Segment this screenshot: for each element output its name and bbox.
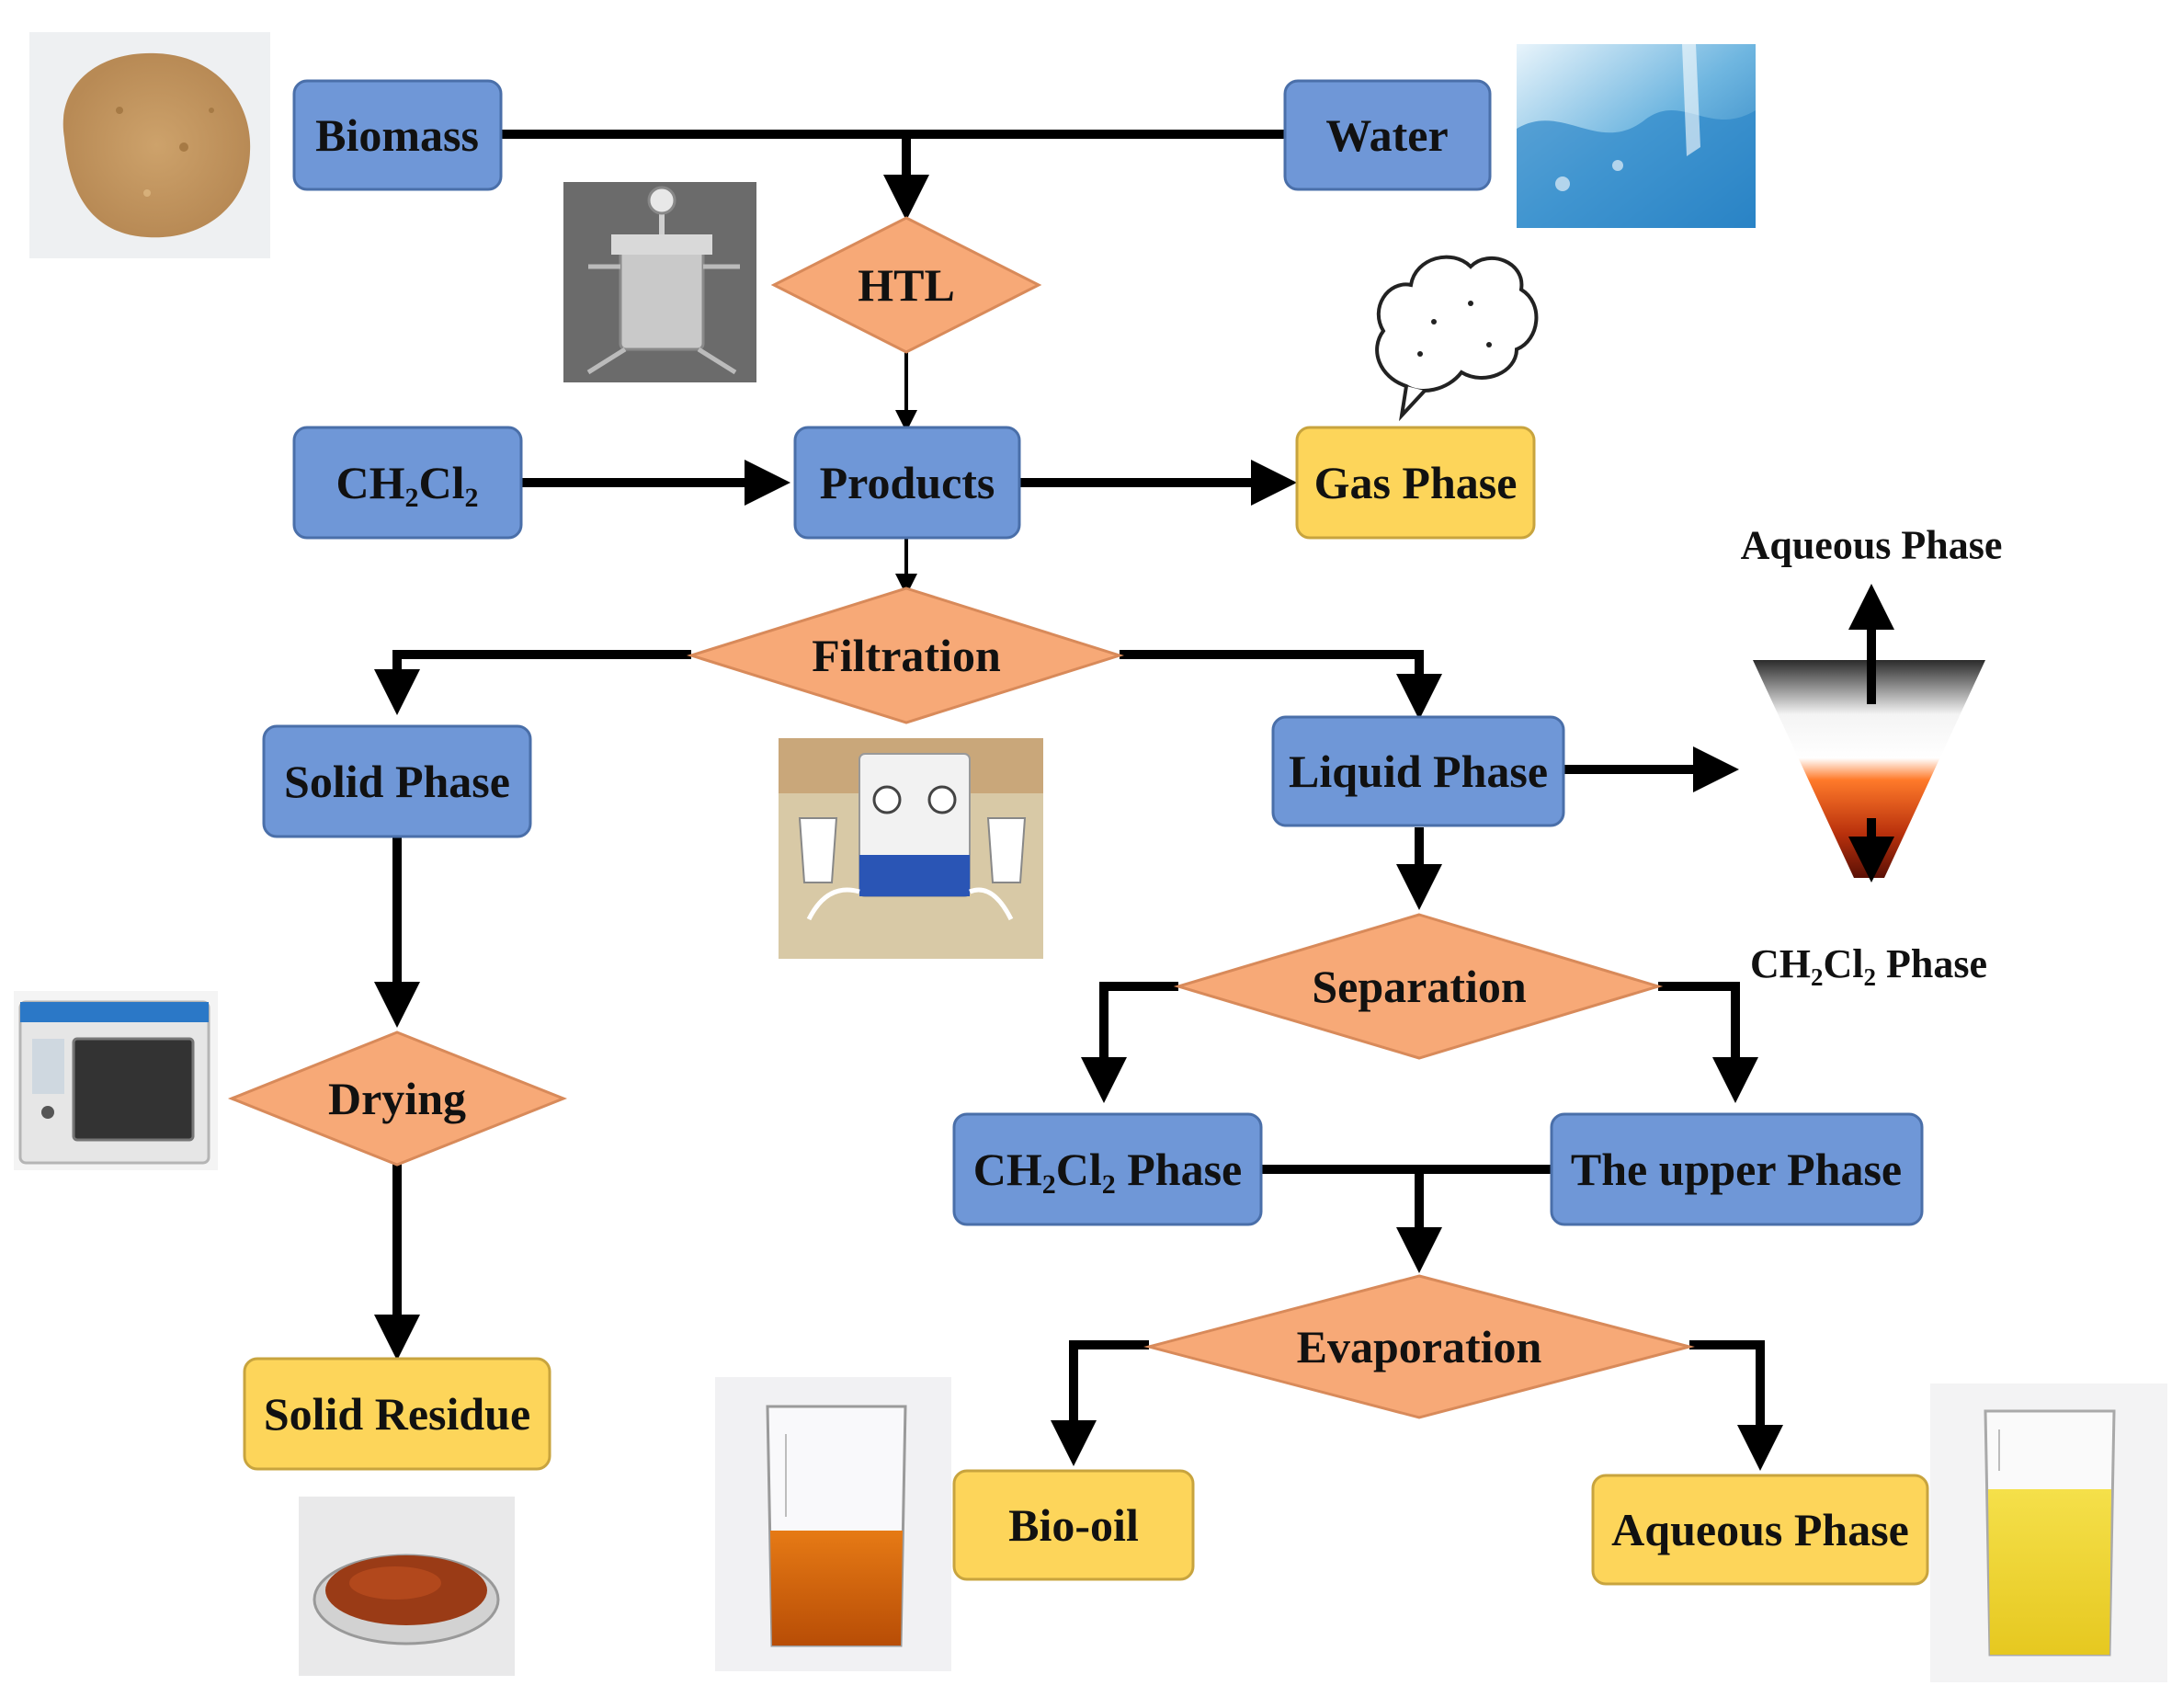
node-ch2cl2-input-label: CH2Cl2 [336,457,479,513]
node-htl-label: HTL [858,259,955,311]
node-ch2cl2-input: CH2Cl2 [292,426,523,540]
node-evaporation: Evaporation [1143,1274,1695,1419]
node-biomass: Biomass [292,79,503,191]
node-solid-residue: Solid Residue [243,1357,551,1471]
connectors [374,130,1894,1471]
node-biomass-label: Biomass [315,109,479,161]
gas-cloud-icon [1375,255,1539,422]
node-solid-residue-label: Solid Residue [264,1388,530,1440]
node-solid-phase-label: Solid Phase [284,756,510,807]
solid-residue-dish-photo [299,1497,515,1676]
funnel-bottom-label: CH2Cl2 Phase [1750,941,1987,992]
node-liquid-phase: Liquid Phase [1271,715,1565,827]
node-htl: HTL [770,216,1042,354]
vacuum-filtration-photo [779,738,1043,959]
node-aqueous-phase-label: Aqueous Phase [1611,1504,1909,1555]
separatory-funnel-graphic [1753,660,1985,878]
node-evaporation-label: Evaporation [1297,1321,1542,1372]
node-water: Water [1283,79,1492,191]
node-aqueous-phase: Aqueous Phase [1591,1474,1929,1586]
node-drying: Drying [227,1030,568,1167]
node-separation: Separation [1173,913,1664,1060]
node-ch2cl2-phase: CH2Cl2 Phase [952,1112,1263,1226]
water-splash-photo [1517,44,1756,228]
htl-reactor-photo [563,182,756,382]
funnel-top-label: Aqueous Phase [1741,523,2003,568]
node-filtration: Filtration [686,586,1124,724]
node-liquid-phase-label: Liquid Phase [1289,746,1548,797]
node-bio-oil: Bio-oil [952,1469,1195,1581]
drying-oven-photo [14,991,218,1170]
aqueous-phase-beaker-photo [1930,1383,2167,1682]
node-filtration-label: Filtration [812,630,1001,681]
node-water-label: Water [1325,109,1448,161]
node-products-label: Products [820,457,995,508]
bio-oil-beaker-photo [715,1377,951,1671]
node-gas-phase: Gas Phase [1295,426,1536,540]
node-gas-phase-label: Gas Phase [1314,457,1518,508]
node-bio-oil-label: Bio-oil [1008,1499,1139,1551]
node-upper-phase: The upper Phase [1550,1112,1924,1226]
node-upper-phase-label: The upper Phase [1571,1144,1902,1195]
node-solid-phase: Solid Phase [262,724,532,838]
node-ch2cl2-phase-label: CH2Cl2 Phase [973,1144,1243,1200]
biomass-powder-photo [29,32,270,258]
node-drying-label: Drying [328,1073,466,1124]
node-separation-label: Separation [1312,961,1527,1012]
node-products: Products [793,426,1021,540]
